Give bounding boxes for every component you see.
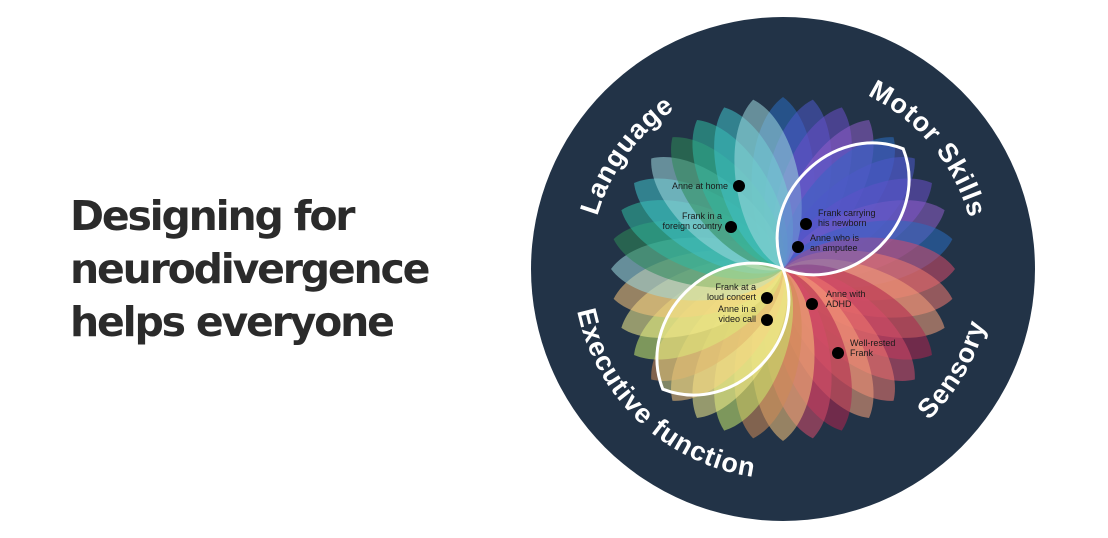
- persona-label-line: an amputee: [810, 243, 858, 253]
- persona-dot: [761, 292, 773, 304]
- persona-label-line: loud concert: [707, 292, 757, 302]
- highlight-petal-outlines: [655, 141, 911, 397]
- persona-dot: [832, 347, 844, 359]
- outline-petal-sensory: [655, 261, 791, 397]
- persona-label-line: Well-rested: [850, 338, 895, 348]
- petal-flower: [611, 97, 955, 441]
- headline-line-1: Designing for: [70, 192, 356, 240]
- persona-dot: [733, 180, 745, 192]
- headline-line-2: neurodivergence: [70, 245, 430, 293]
- persona-label-line: Frank carrying: [818, 208, 876, 218]
- headline-line-3: helps everyone: [70, 298, 395, 346]
- persona-dot: [792, 241, 804, 253]
- persona-label-line: Anne in a: [718, 304, 756, 314]
- persona-label-line: foreign country: [662, 221, 722, 231]
- outline-petal-motor: [775, 141, 911, 277]
- persona-label-line: ADHD: [826, 299, 852, 309]
- persona-dot: [806, 298, 818, 310]
- persona-label-line: Frank in a: [682, 211, 722, 221]
- petal-language: [734, 99, 802, 269]
- persona-label-line: his newborn: [818, 218, 867, 228]
- persona-dot: [761, 314, 773, 326]
- persona-dot: [725, 221, 737, 233]
- persona-label-line: Anne at home: [672, 181, 728, 191]
- persona-label-line: video call: [718, 314, 756, 324]
- persona-label-line: Frank: [850, 348, 874, 358]
- persona-dot: [800, 218, 812, 230]
- persona-anne-home: Anne at home: [672, 180, 745, 192]
- persona-label-line: Anne with: [826, 289, 866, 299]
- headline: Designing for neurodivergence helps ever…: [70, 190, 490, 349]
- persona-label-line: Frank at a: [715, 282, 756, 292]
- persona-label-line: Anne who is: [810, 233, 860, 243]
